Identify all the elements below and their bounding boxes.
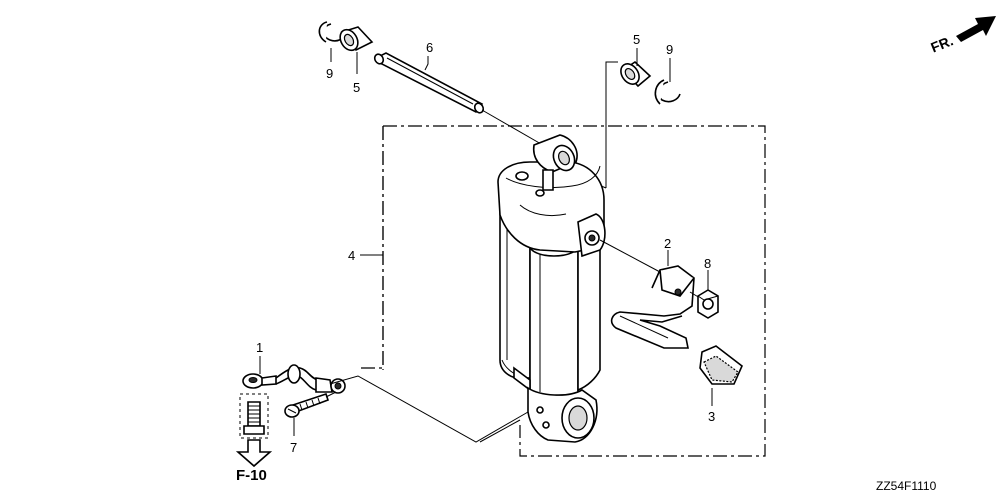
callout-5-right: 5: [633, 32, 640, 47]
callout-2: 2: [664, 236, 671, 251]
callout-4: 4: [348, 248, 355, 263]
callout-7: 7: [290, 440, 297, 455]
pivot-pin-icon: [373, 52, 485, 114]
drawing-code: ZZ54F1110: [876, 479, 937, 493]
reference-box: [239, 393, 269, 439]
callout-1: 1: [256, 340, 263, 355]
tilt-cylinder-icon: [497, 134, 606, 443]
bushing-left-icon: [339, 26, 374, 52]
ground-cable-icon: [275, 364, 346, 394]
callout-3: 3: [708, 409, 715, 424]
callout-6: 6: [426, 40, 433, 55]
direction-label: FR.: [928, 32, 955, 55]
bracket-icon: [610, 265, 695, 349]
pin-axis-line: [481, 109, 549, 149]
callout-9-right: 9: [666, 42, 673, 57]
anode-block-icon: [699, 345, 743, 385]
right-bushing-line: [605, 61, 618, 188]
screw-icon: [284, 392, 330, 418]
reference-label: F-10: [236, 467, 267, 484]
circlip-right-icon: [654, 79, 681, 105]
circlip-left-icon: [318, 21, 348, 43]
hex-bolt-icon: [243, 401, 265, 435]
bushing-right-icon: [620, 60, 652, 88]
reference-arrow-icon: [235, 439, 273, 468]
ring-terminal-icon: [242, 373, 277, 389]
callout-5-left: 5: [353, 80, 360, 95]
front-direction-arrow-icon: [956, 16, 996, 42]
callout-9-left: 9: [326, 66, 333, 81]
nut-icon: [697, 289, 719, 319]
callout-8: 8: [704, 256, 711, 271]
